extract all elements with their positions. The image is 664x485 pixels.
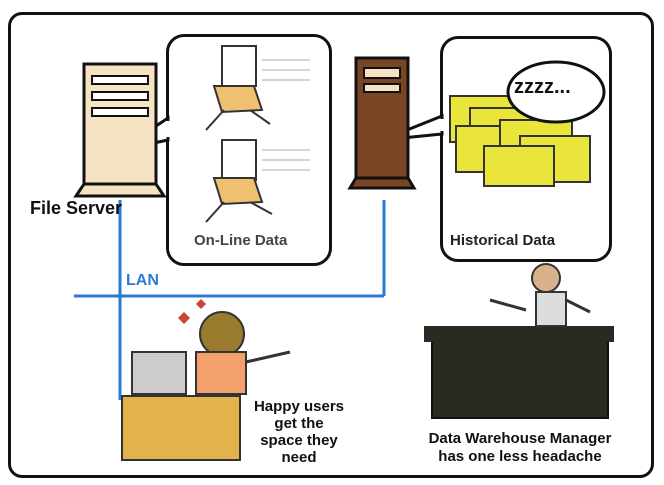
sleep-bubble-icon <box>506 60 606 124</box>
lan-label: LAN <box>126 272 159 289</box>
manager-at-desk-icon <box>424 263 614 419</box>
lan-lines <box>74 200 386 400</box>
happy-user-icon <box>121 299 291 461</box>
folders-icon <box>449 95 591 187</box>
sleep-text: zzzz... <box>514 76 571 98</box>
dw-manager-caption: Data Warehouse Manager has one less head… <box>428 430 612 465</box>
happy-users-caption: Happy users get the space they need <box>253 398 345 466</box>
historical-data-label: Historical Data <box>450 232 556 249</box>
online-data-label: On-Line Data <box>194 232 288 249</box>
archive-server-icon <box>347 56 417 190</box>
file-server-label: File Server <box>30 198 123 218</box>
running-documents-icon <box>205 45 310 223</box>
file-server-icon <box>73 62 167 198</box>
